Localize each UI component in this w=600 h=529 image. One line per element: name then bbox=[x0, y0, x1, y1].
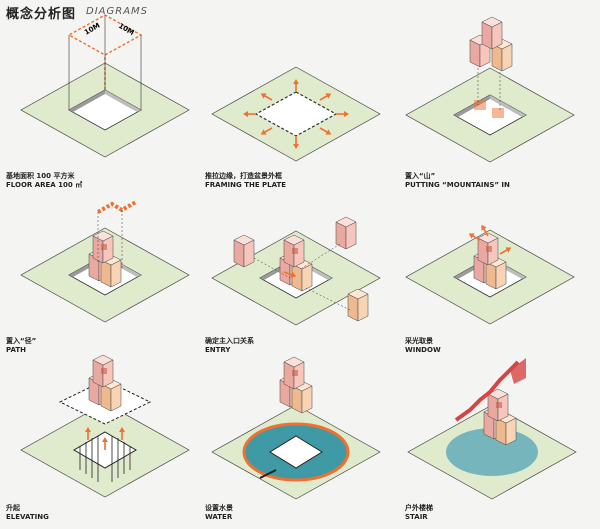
caption-cn: 基地面积 100 平方米 bbox=[6, 172, 75, 180]
dim-label-right: 10M bbox=[117, 22, 135, 37]
caption-cn: 置入“径” bbox=[6, 337, 37, 345]
caption-floor-area: 基地面积 100 平方米 FLOOR AREA 100 ㎡ bbox=[6, 172, 82, 190]
caption-window: 采光取景 WINDOW bbox=[405, 337, 441, 355]
caption-cn: 户外楼梯 bbox=[405, 504, 433, 512]
caption-cn: 置入“山” bbox=[405, 172, 436, 180]
caption-stair: 户外楼梯 STAIR bbox=[405, 504, 433, 522]
caption-en: WATER bbox=[205, 513, 233, 521]
caption-cn: 确定主入口关系 bbox=[205, 337, 254, 345]
caption-en: FRAMING THE PLATE bbox=[205, 181, 287, 189]
dim-label-left: 10M bbox=[83, 21, 101, 36]
panel-window bbox=[405, 222, 575, 325]
panel-water bbox=[211, 357, 381, 500]
caption-cn: 升起 bbox=[6, 504, 20, 512]
caption-en: WINDOW bbox=[405, 346, 441, 354]
header-title-cn: 概念分析图 bbox=[6, 7, 77, 22]
panel-elevating bbox=[20, 355, 190, 498]
panel-entry bbox=[211, 216, 381, 326]
caption-path: 置入“径” PATH bbox=[6, 337, 36, 355]
caption-water: 设置水景 WATER bbox=[205, 504, 233, 522]
caption-framing: 推拉边缘，打造盆景外框 FRAMING THE PLATE bbox=[205, 172, 286, 190]
caption-en: PATH bbox=[6, 346, 26, 354]
caption-en: PUTTING “MOUNTAINS” IN bbox=[405, 181, 510, 189]
header-title-en: DIAGRAMS bbox=[86, 6, 149, 17]
caption-cn: 采光取景 bbox=[405, 337, 433, 345]
caption-en: ELEVATING bbox=[6, 513, 49, 521]
caption-elevating: 升起 ELEVATING bbox=[6, 504, 49, 522]
caption-mountains: 置入“山” PUTTING “MOUNTAINS” IN bbox=[405, 172, 510, 190]
panel-stair bbox=[407, 358, 577, 500]
panel-floor-area: 10M 10M bbox=[20, 14, 190, 158]
caption-entry: 确定主入口关系 ENTRY bbox=[205, 337, 254, 355]
panel-framing bbox=[211, 66, 381, 162]
caption-cn: 设置水景 bbox=[205, 504, 233, 512]
caption-cn: 推拉边缘，打造盆景外框 bbox=[205, 172, 282, 180]
panel-mountains bbox=[405, 16, 575, 163]
caption-en: ENTRY bbox=[205, 346, 231, 354]
caption-en: FLOOR AREA 100 ㎡ bbox=[6, 181, 83, 189]
panel-path bbox=[20, 200, 190, 323]
caption-en: STAIR bbox=[405, 513, 428, 521]
